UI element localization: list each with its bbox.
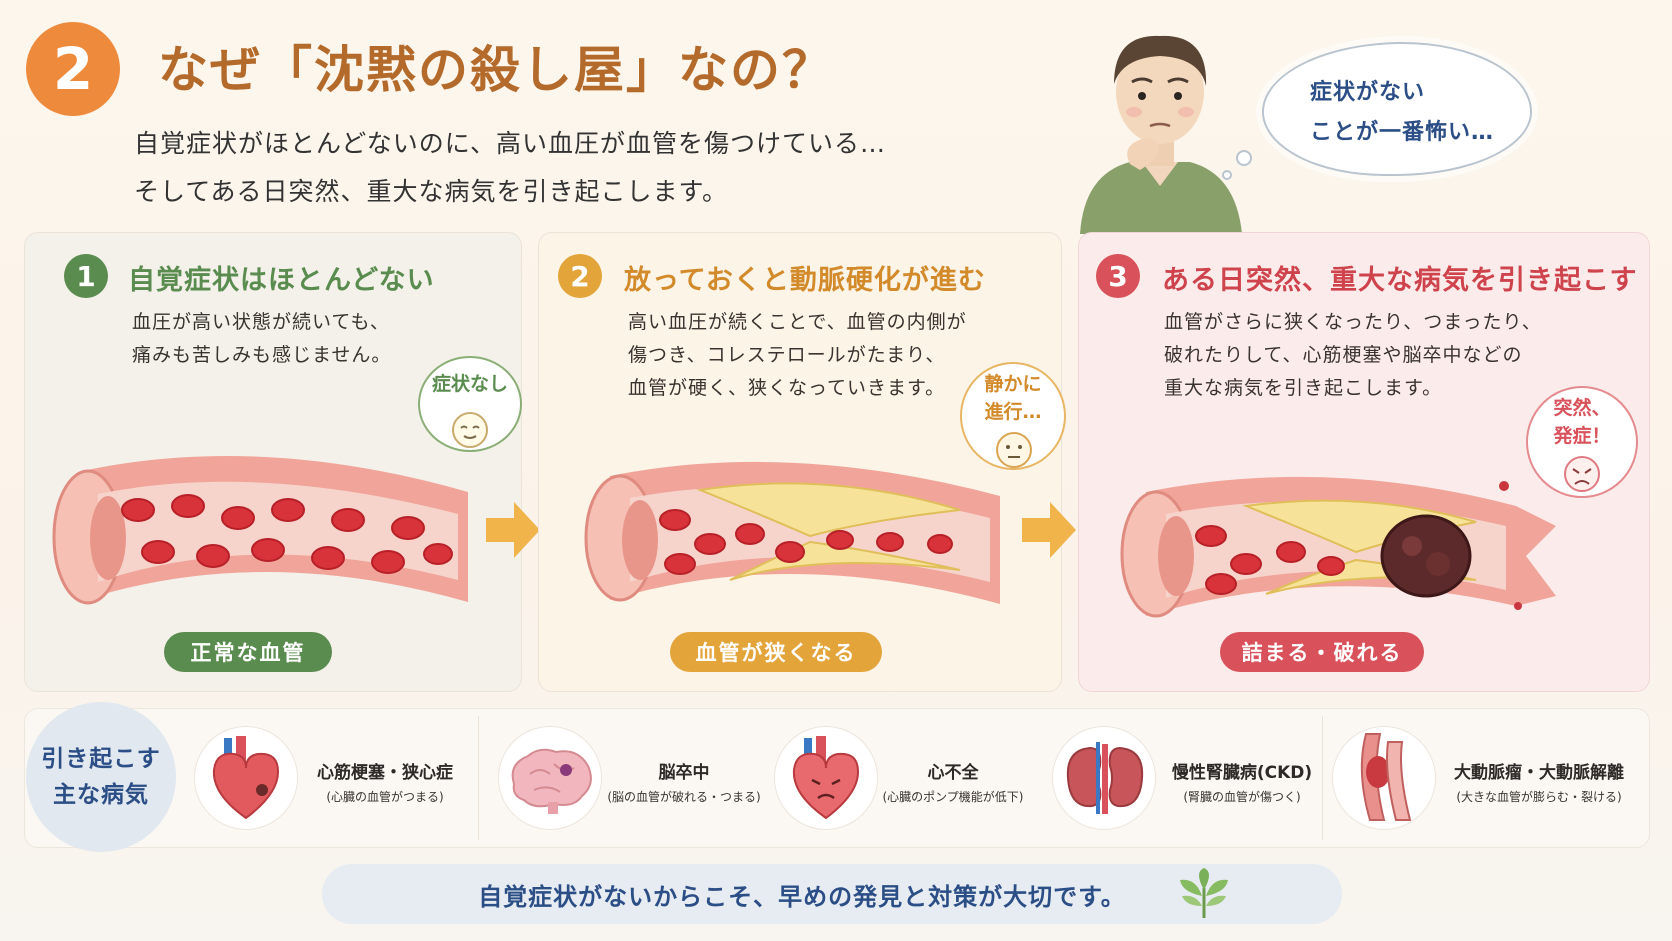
normal-vessel-illustration <box>52 456 468 605</box>
distressed-face-icon <box>1564 456 1600 492</box>
narrowing-vessel-illustration <box>584 461 1000 604</box>
kidney-icon <box>1066 742 1144 814</box>
footer-banner: 自覚症状がないからこそ、早めの発見と対策が大切です。 <box>322 864 1342 924</box>
step2-panel <box>538 232 1062 692</box>
step3-bubble-text-line2: 発症！ <box>1553 425 1611 447</box>
arrow-right-icon <box>1022 502 1076 558</box>
disease1-name: 心筋梗塞・狭心症 <box>317 763 453 783</box>
thought-bubble <box>1262 42 1532 176</box>
brain-icon <box>511 748 592 814</box>
blocked-vessel-illustration <box>1120 476 1556 618</box>
step2-desc-line2: 傷つき、コレステロールがたまり、 <box>628 344 946 366</box>
step3-desc-line2: 破れたりして、心筋梗塞や脳卒中などの <box>1164 344 1523 366</box>
diseases-label-line2: 主な病気 <box>53 782 149 808</box>
step2-bubble-text-line2: 進行… <box>984 401 1042 423</box>
disease3-sub: (心臓のポンプ機能が低下) <box>882 790 1024 804</box>
arrow-right-icon <box>486 502 540 558</box>
step1-label-pill: 正常な血管 <box>164 632 332 672</box>
step1-desc-line2: 痛みも苦しみも感じません。 <box>132 344 392 366</box>
disease4-sub: (腎臓の血管が傷つく) <box>1183 790 1301 804</box>
step2-label-pill: 血管が狭くなる <box>670 632 882 672</box>
section-number-badge: 2 <box>26 22 120 116</box>
thought-dot <box>1222 170 1232 180</box>
diseases-label-line1: 引き起こす <box>41 746 161 772</box>
disease1-sub: (心臓の血管がつまる) <box>326 790 444 804</box>
step3-desc-line3: 重大な病気を引き起こします。 <box>1164 377 1443 399</box>
step2-bubble-text-line1: 静かに <box>984 373 1042 395</box>
step1-number-badge: 1 <box>64 254 108 298</box>
lead-text-line2: そしてある日突然、重大な病気を引き起こします。 <box>134 177 729 206</box>
worried-man-illustration <box>1080 35 1242 234</box>
tired-heart-icon <box>792 736 860 820</box>
step3-label-pill: 詰まる・破れる <box>1220 632 1424 672</box>
neutral-face-icon <box>996 432 1032 468</box>
footer-text: 自覚症状がないからこそ、早めの発見と対策が大切です。 <box>478 882 1126 911</box>
step3-title: ある日突然、重大な病気を引き起こす <box>1162 265 1638 296</box>
step2-desc-line1: 高い血圧が続くことで、血管の内側が <box>628 311 967 333</box>
page-title: なぜ「沈黙の殺し屋」なの？ <box>158 41 834 99</box>
heart-icon <box>212 736 280 820</box>
step2-number-badge: 2 <box>558 254 602 298</box>
thought-text-line2: ことが一番怖い… <box>1310 120 1495 145</box>
step2-title: 放っておくと動脈硬化が進む <box>624 265 986 296</box>
divider <box>1322 716 1323 840</box>
disease5-sub: (大きな血管が膨らむ・裂ける) <box>1456 790 1622 804</box>
leaf-icon <box>1180 868 1228 918</box>
lead-text-line1: 自覚症状がほとんどないのに、高い血圧が血管を傷つけている… <box>134 129 887 158</box>
step3-desc-line1: 血管がさらに狭くなったり、つまったり、 <box>1164 311 1542 333</box>
step1-bubble-text: 症状なし <box>431 373 508 395</box>
step3-bubble-text-line1: 突然、 <box>1553 397 1611 419</box>
thought-dot <box>1236 150 1252 166</box>
step2-desc-line3: 血管が硬く、狭くなっていきます。 <box>628 377 946 399</box>
disease5-name: 大動脈瘤・大動脈解離 <box>1454 763 1624 783</box>
disease2-name: 脳卒中 <box>658 763 710 783</box>
aorta-icon <box>1360 733 1412 821</box>
divider <box>478 716 479 840</box>
calm-face-icon <box>452 412 488 448</box>
disease3-name: 心不全 <box>927 763 979 783</box>
step1-desc-line1: 血圧が高い状態が続いても、 <box>132 311 390 333</box>
thought-text-line1: 症状がない <box>1310 80 1426 105</box>
disease4-name: 慢性腎臓病(CKD) <box>1171 763 1313 783</box>
diseases-label-circle: 引き起こす 主な病気 <box>26 702 176 852</box>
step1-title: 自覚症状はほとんどない <box>128 265 435 296</box>
step3-number-badge: 3 <box>1096 254 1140 298</box>
disease2-sub: (脳の血管が破れる・つまる) <box>607 790 761 804</box>
